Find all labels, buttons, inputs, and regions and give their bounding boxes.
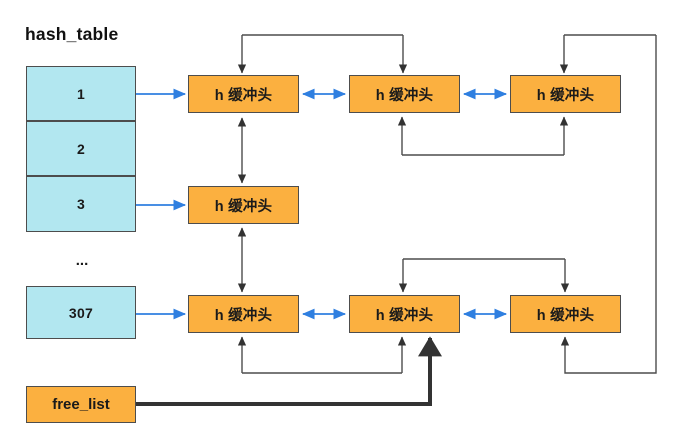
hash-cell-label: 3 [76, 196, 86, 212]
free-list-label: free_list [52, 396, 110, 413]
link-right-rail [560, 35, 657, 374]
buffer-head-label: h 缓冲头 [536, 87, 595, 104]
hash-cell-label: 1 [76, 85, 86, 102]
buffer-head-row3-1[interactable]: h 缓冲头 [188, 295, 299, 333]
hash-cell-3[interactable]: 3 [26, 176, 136, 232]
hash-cell-307[interactable]: 307 [26, 286, 136, 339]
buffer-head-label: h 缓冲头 [375, 307, 434, 324]
buffer-head-label: h 缓冲头 [214, 87, 273, 104]
hash-table-ellipsis: ... [75, 252, 89, 269]
buffer-head-row2-1[interactable]: h 缓冲头 [188, 186, 299, 224]
buffer-head-row1-3[interactable]: h 缓冲头 [510, 75, 621, 113]
free-list-box[interactable]: free_list [26, 386, 136, 423]
buffer-head-row3-3[interactable]: h 缓冲头 [510, 295, 621, 333]
page-title: hash_table [25, 24, 119, 44]
hash-cell-label: 2 [76, 140, 86, 157]
hash-cell-1[interactable]: 1 [26, 66, 136, 121]
buffer-head-row1-2[interactable]: h 缓冲头 [349, 75, 460, 113]
hash-cell-2[interactable]: 2 [26, 121, 136, 176]
buffer-head-label: h 缓冲头 [375, 87, 434, 104]
buffer-head-label: h 缓冲头 [214, 307, 273, 324]
hash-cell-label: 307 [68, 304, 94, 321]
buffer-head-label: h 缓冲头 [536, 307, 595, 324]
buffer-head-row3-2[interactable]: h 缓冲头 [349, 295, 460, 333]
link-freelist-to-row3-buf2 [136, 336, 442, 406]
buffer-head-label: h 缓冲头 [214, 198, 273, 215]
buffer-head-row1-1[interactable]: h 缓冲头 [188, 75, 299, 113]
